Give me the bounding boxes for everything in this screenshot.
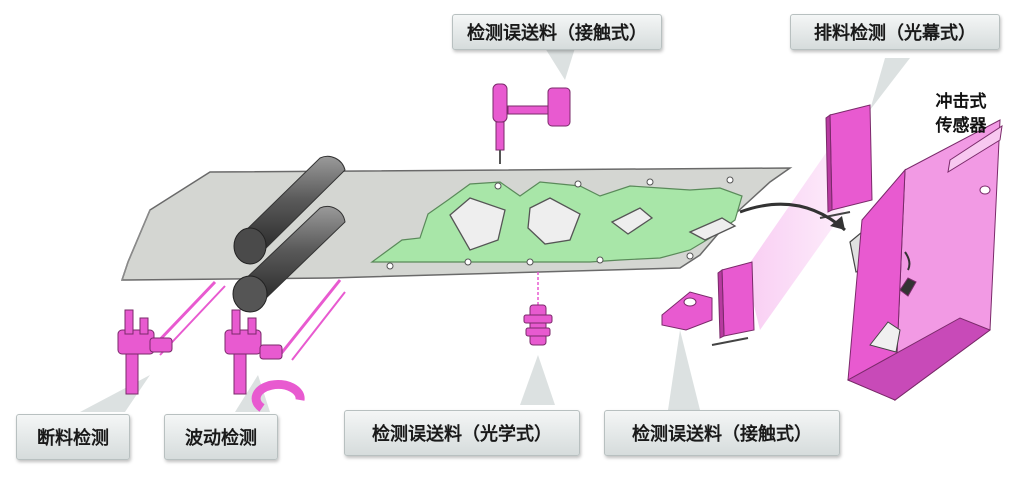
wave-detect-sensor	[224, 279, 346, 412]
label-impact-sensor-line2: 传感器	[935, 116, 987, 136]
label-optical-detect: 检测误送料（光学式）	[344, 410, 580, 456]
stamped-parts-region	[370, 176, 743, 270]
label-impact-sensor: 冲击式 传感器	[926, 90, 996, 138]
top-contact-sensor	[492, 83, 571, 164]
label-top-contact: 检测误送料（接触式）	[452, 14, 662, 50]
impact-sensor-chute	[846, 119, 1003, 402]
label-impact-sensor-line1: 冲击式	[935, 92, 987, 112]
bottom-contact-sensor	[661, 291, 713, 331]
light-curtain	[711, 104, 873, 346]
optical-sensor	[523, 272, 553, 346]
label-wave-detect: 波动检测	[164, 414, 278, 460]
label-break-detect: 断料检测	[16, 414, 130, 460]
label-top-light-curtain: 排料检测（光幕式）	[790, 14, 1000, 50]
label-bottom-contact: 检测误送料（接触式）	[604, 410, 840, 456]
break-detect-sensor	[117, 280, 226, 395]
feed-rollers	[232, 155, 346, 313]
